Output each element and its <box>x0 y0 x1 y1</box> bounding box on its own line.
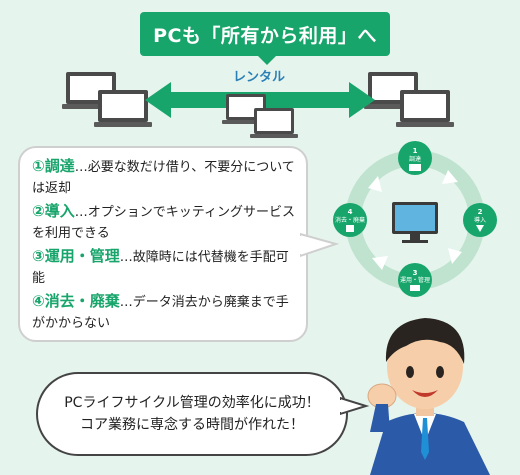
svg-text:消去・廃棄: 消去・廃棄 <box>335 216 365 224</box>
laptop-icon <box>94 90 152 127</box>
speech-pointer <box>340 396 370 416</box>
svg-text:2: 2 <box>478 208 483 216</box>
rental-label: レンタル <box>232 70 285 85</box>
cycle-node-procurement <box>398 141 432 175</box>
step-operation: ③運用・管理…故障時には代替機を手配可能 <box>32 247 289 286</box>
speech-line-2: コア業務に専念する時間が作れた！ <box>80 417 304 433</box>
cycle-arrow <box>372 256 388 270</box>
step-introduction: ②導入…オプションでキッティングサービスを利用できる <box>32 202 295 241</box>
cycle-arrow <box>368 176 382 192</box>
svg-text:4: 4 <box>348 208 353 216</box>
lifecycle-diagram: 1 調達 2 導入 3 運用・管理 4 消去・廃棄 <box>333 141 497 297</box>
svg-text:運用・管理: 運用・管理 <box>400 276 430 284</box>
trash-icon <box>346 225 354 232</box>
step-disposal: ④消去・廃棄…データ消去から廃棄まで手がかからない <box>32 292 289 331</box>
speech-bubble: PCライフサイクル管理の効率化に成功！ コア業務に専念する時間が作れた！ <box>36 372 348 456</box>
monitor-icon <box>392 202 438 243</box>
cycle-node-introduction <box>463 203 497 237</box>
cycle-arrow <box>448 248 462 264</box>
speech-line-1: PCライフサイクル管理の効率化に成功！ <box>64 395 320 411</box>
cycle-node-disposal <box>333 203 367 237</box>
svg-text:3: 3 <box>413 269 418 277</box>
businessman-illustration <box>367 318 490 475</box>
laptop-icon <box>396 90 454 127</box>
step-procurement: ①調達…必要な数だけ借り、不要分については返却 <box>32 157 295 196</box>
banner-title: PCも「所有から利用」へ <box>140 12 390 56</box>
banner-pointer <box>258 56 276 65</box>
steps-bubble: ①調達…必要な数だけ借り、不要分については返却 ②導入…オプションでキッティング… <box>18 146 308 342</box>
monitor-icon <box>410 285 420 291</box>
svg-text:1: 1 <box>413 147 418 155</box>
svg-text:調達: 調達 <box>409 155 421 163</box>
cycle-node-operation <box>398 263 432 297</box>
laptop-icon <box>250 108 298 138</box>
bubble-pointer <box>300 232 340 258</box>
svg-text:導入: 導入 <box>474 216 486 224</box>
cycle-arrow <box>442 170 458 184</box>
download-icon <box>476 225 484 232</box>
monitor-icon <box>409 164 421 171</box>
